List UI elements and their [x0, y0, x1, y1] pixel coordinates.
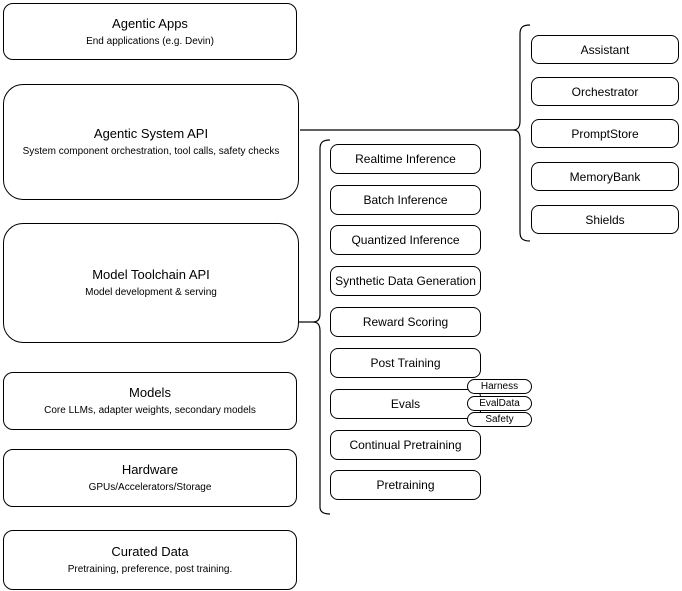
node-subtitle: End applications (e.g. Devin) [86, 35, 214, 47]
node-subtitle: System component orchestration, tool cal… [22, 146, 280, 157]
system-component-promptstore: PromptStore [531, 119, 679, 148]
toolchain-item-continual-pretraining: Continual Pretraining [330, 430, 481, 460]
node-title: Curated Data [111, 544, 189, 559]
toolchain-item-evals: Evals [330, 389, 481, 419]
toolchain-item-reward-scoring: Reward Scoring [330, 307, 481, 337]
node-title: Models [129, 385, 171, 400]
evals-tag-evaldata: EvalData [467, 396, 532, 411]
toolchain-item-post-training: Post Training [330, 348, 481, 378]
system-component-shields: Shields [531, 205, 679, 234]
toolchain-item-quantized-inference: Quantized Inference [330, 225, 481, 255]
node-subtitle: Pretraining, preference, post training. [67, 564, 233, 575]
node-subtitle: Model development & serving [85, 287, 217, 298]
node-agentic-system-api: Agentic System API System component orch… [3, 84, 299, 200]
toolchain-item-pretraining: Pretraining [330, 470, 481, 500]
evals-tag-harness: Harness [467, 379, 532, 394]
system-component-memorybank: MemoryBank [531, 162, 679, 191]
toolchain-item-realtime-inference: Realtime Inference [330, 144, 481, 174]
system-components-brace [512, 24, 531, 242]
node-hardware: Hardware GPUs/Accelerators/Storage [3, 449, 297, 507]
evals-tag-safety: Safety [467, 412, 532, 427]
node-title: Agentic System API [93, 126, 209, 141]
node-subtitle: Core LLMs, adapter weights, secondary mo… [44, 405, 256, 416]
toolchain-item-synthetic-data-generation: Synthetic Data Generation [330, 266, 481, 296]
toolchain-brace [312, 139, 331, 515]
system-component-assistant: Assistant [531, 35, 679, 64]
node-curated-data: Curated Data Pretraining, preference, po… [3, 530, 297, 590]
node-models: Models Core LLMs, adapter weights, secon… [3, 372, 297, 430]
node-title: Agentic Apps [112, 15, 188, 31]
system-component-orchestrator: Orchestrator [531, 77, 679, 106]
toolchain-item-batch-inference: Batch Inference [330, 185, 481, 215]
node-subtitle: GPUs/Accelerators/Storage [88, 482, 212, 493]
node-title: Hardware [121, 462, 179, 477]
node-agentic-apps: Agentic Apps End applications (e.g. Devi… [3, 3, 297, 60]
node-model-toolchain-api: Model Toolchain API Model development & … [3, 223, 299, 343]
node-title: Model Toolchain API [92, 267, 210, 282]
